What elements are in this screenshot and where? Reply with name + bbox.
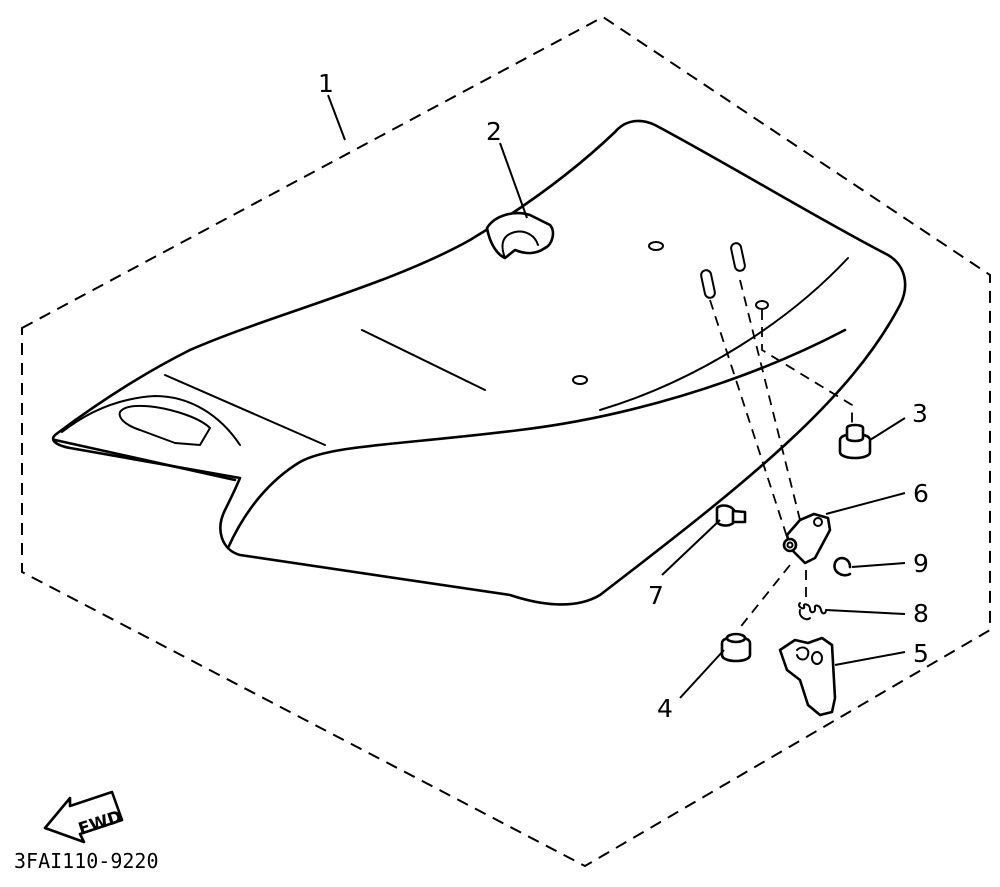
seat-slot-b (700, 269, 716, 299)
fwd-arrow-icon: FWD (43, 790, 124, 844)
seat-crease-front (164, 374, 326, 446)
leader-7 (661, 519, 721, 576)
assembly-line-3 (761, 310, 853, 425)
seat-hole-c (755, 300, 769, 310)
seat-assembly (51, 119, 907, 606)
assembly-line-4 (737, 564, 791, 631)
callout-5: 5 (913, 639, 929, 668)
spring-coil (798, 602, 827, 615)
assembly-line-latch (709, 299, 789, 541)
hook-pivot (782, 537, 798, 553)
bolt-shank (731, 509, 747, 524)
grommet-part (720, 632, 752, 663)
latch-plate-hole (811, 651, 823, 665)
seat-base-edge (53, 438, 237, 482)
assembly-boundary (21, 15, 991, 868)
seat-hole-b (572, 375, 588, 385)
circlip-part (833, 556, 852, 577)
assembly-line-pin (739, 279, 801, 521)
callout-6: 6 (913, 479, 929, 508)
seat-hole-a (648, 241, 664, 251)
hook-pivot-inner (786, 541, 794, 549)
hook-part (782, 512, 832, 565)
leader-4 (679, 649, 725, 699)
callout-8: 8 (913, 599, 929, 628)
damper-part (838, 423, 872, 460)
leader-2 (499, 142, 528, 219)
bolt-part (715, 504, 747, 527)
spring-end (798, 609, 811, 621)
spring-part (798, 602, 827, 621)
leader-6 (825, 492, 906, 515)
seat-crease-rear (599, 257, 849, 411)
strap-loop (501, 230, 539, 259)
callout-2: 2 (486, 117, 502, 146)
callout-1: 1 (318, 69, 334, 98)
seat-crease-mid (361, 329, 486, 391)
hook-hole (813, 517, 823, 527)
seat-slot-a (730, 242, 746, 272)
seat-side-line (226, 328, 847, 550)
leader-1 (327, 94, 346, 141)
seat-outline (51, 119, 907, 606)
damper-cap (845, 423, 865, 443)
leader-8 (825, 609, 906, 615)
grommet-top (725, 632, 747, 644)
leader-5 (834, 651, 906, 666)
callout-9: 9 (913, 549, 929, 578)
leader-3 (869, 417, 906, 441)
leader-9 (851, 562, 906, 568)
drawing-code: 3FAI110-9220 (14, 849, 159, 873)
callout-3: 3 (912, 399, 928, 428)
latch-plate-part (778, 636, 837, 717)
callout-7: 7 (648, 581, 664, 610)
latch-plate-notch (796, 646, 810, 661)
seat-front-recess (118, 404, 211, 446)
seat-base-edge-inner (61, 395, 241, 446)
hook-body (785, 512, 832, 565)
strap-part (485, 211, 555, 260)
callout-4: 4 (657, 694, 673, 723)
